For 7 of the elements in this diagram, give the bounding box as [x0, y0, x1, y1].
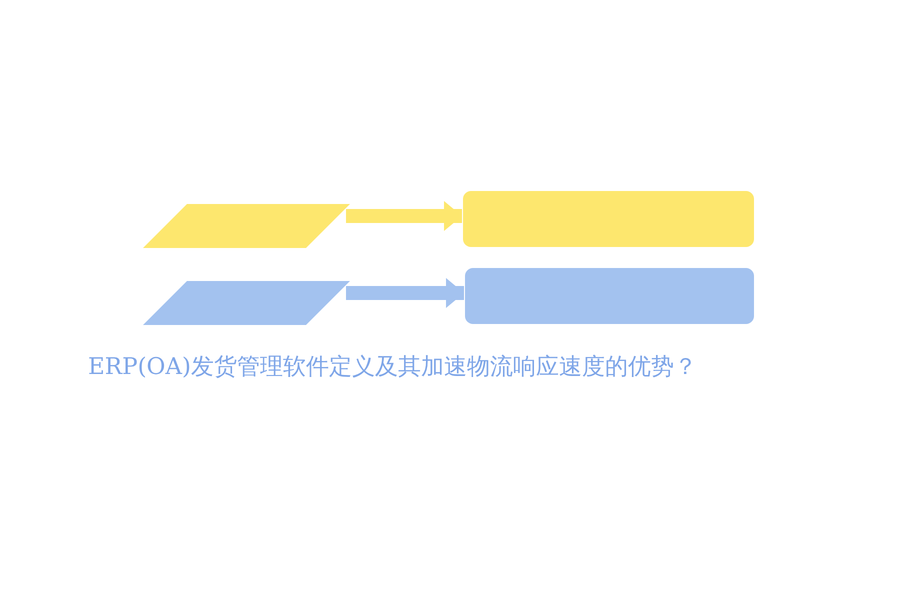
parallelogram-shape — [143, 281, 350, 325]
title: ERP(OA)发货管理软件定义及其加速物流响应速度的优势？ — [88, 353, 697, 382]
arrow — [346, 201, 462, 231]
arrow — [346, 278, 464, 308]
rounded-box — [463, 191, 754, 247]
parallelogram-shape — [143, 204, 350, 248]
rounded-box — [465, 268, 754, 324]
